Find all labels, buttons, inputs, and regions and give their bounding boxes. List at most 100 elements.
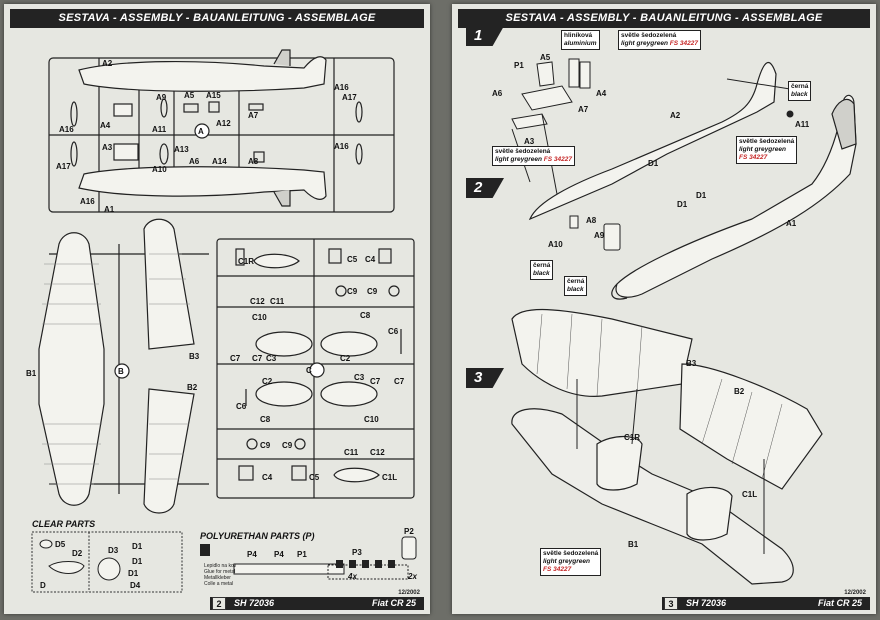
svg-text:A16: A16 bbox=[80, 197, 95, 206]
svg-text:C1L: C1L bbox=[382, 473, 397, 482]
svg-text:C5: C5 bbox=[309, 473, 320, 482]
note-black-1: černá black bbox=[788, 81, 812, 101]
svg-text:C12: C12 bbox=[370, 448, 385, 457]
svg-text:A9: A9 bbox=[156, 93, 167, 102]
wing-assembly bbox=[511, 308, 823, 585]
fuselage-assembly bbox=[528, 62, 857, 300]
svg-text:A10: A10 bbox=[548, 240, 563, 249]
svg-text:D: D bbox=[40, 581, 46, 590]
svg-text:C12: C12 bbox=[250, 297, 265, 306]
sprue-a bbox=[48, 49, 395, 213]
svg-text:C8: C8 bbox=[260, 415, 271, 424]
svg-text:A2: A2 bbox=[102, 59, 113, 68]
svg-text:B: B bbox=[118, 367, 124, 376]
step-2-marker: 2 bbox=[466, 178, 504, 198]
svg-text:D4: D4 bbox=[130, 581, 141, 590]
svg-text:C7: C7 bbox=[370, 377, 381, 386]
svg-text:A13: A13 bbox=[174, 145, 189, 154]
svg-text:A: A bbox=[198, 127, 204, 136]
svg-text:A4: A4 bbox=[100, 121, 111, 130]
svg-text:A15: A15 bbox=[206, 91, 221, 100]
svg-text:C7: C7 bbox=[230, 354, 241, 363]
qty-2x: 2x bbox=[408, 572, 417, 581]
svg-text:C9: C9 bbox=[260, 441, 271, 450]
wing-b3-step bbox=[511, 308, 693, 397]
left-kit-code: SH 72036 bbox=[234, 598, 275, 608]
svg-text:A11: A11 bbox=[795, 120, 810, 129]
note-black-3: černá black bbox=[564, 276, 588, 296]
svg-text:A16: A16 bbox=[334, 142, 349, 151]
svg-text:C8: C8 bbox=[360, 311, 371, 320]
svg-text:A11: A11 bbox=[152, 125, 167, 134]
note-aluminium: hliníková aluminium bbox=[561, 30, 600, 50]
svg-text:C2: C2 bbox=[340, 354, 351, 363]
svg-text:A2: A2 bbox=[670, 111, 681, 120]
fuselage-half-upper bbox=[78, 56, 327, 92]
svg-text:C9: C9 bbox=[367, 287, 378, 296]
svg-text:C3: C3 bbox=[354, 373, 365, 382]
svg-text:B2: B2 bbox=[734, 387, 745, 396]
svg-text:C1R: C1R bbox=[238, 257, 254, 266]
svg-text:B1: B1 bbox=[26, 369, 37, 378]
svg-text:A7: A7 bbox=[248, 111, 259, 120]
svg-text:P1: P1 bbox=[514, 61, 524, 70]
svg-text:C4: C4 bbox=[262, 473, 273, 482]
svg-text:C7: C7 bbox=[394, 377, 405, 386]
right-model-name: Fiat CR 25 bbox=[817, 598, 862, 608]
svg-text:D3: D3 bbox=[108, 546, 119, 555]
svg-text:A16: A16 bbox=[59, 125, 74, 134]
svg-text:P2: P2 bbox=[404, 527, 414, 536]
note-black-2: černá black bbox=[530, 260, 554, 280]
right-page: SESTAVA - ASSEMBLY - BAUANLEITUNG - ASSE… bbox=[452, 4, 876, 614]
svg-text:C4: C4 bbox=[365, 255, 376, 264]
svg-text:A8: A8 bbox=[248, 157, 259, 166]
svg-text:A5: A5 bbox=[540, 53, 551, 62]
right-page-number: 3 bbox=[664, 597, 678, 610]
svg-text:B3: B3 bbox=[189, 352, 200, 361]
svg-text:A7: A7 bbox=[578, 105, 589, 114]
clear-parts-labels: D5 D2 D3 D1 D1 D1 D4 D bbox=[40, 540, 143, 590]
svg-text:A17: A17 bbox=[342, 93, 357, 102]
svg-text:A4: A4 bbox=[596, 89, 607, 98]
wing-b1 bbox=[38, 232, 105, 506]
svg-text:A6: A6 bbox=[189, 157, 200, 166]
wing-b2 bbox=[143, 388, 195, 514]
svg-text:A16: A16 bbox=[334, 83, 349, 92]
step-3-marker: 3 bbox=[466, 368, 504, 388]
left-page: SESTAVA - ASSEMBLY - BAUANLEITUNG - ASSE… bbox=[4, 4, 430, 614]
svg-text:A8: A8 bbox=[586, 216, 597, 225]
right-page-drawings: P1 A5 A6 A3 A4 A7 A2 A11 D1 D1 D1 A8 A10… bbox=[492, 53, 857, 585]
svg-text:D1: D1 bbox=[648, 159, 659, 168]
svg-text:D1: D1 bbox=[128, 569, 139, 578]
svg-text:A5: A5 bbox=[184, 91, 195, 100]
svg-text:A14: A14 bbox=[212, 157, 227, 166]
left-footer-bar: SH 72036 Fiat CR 25 bbox=[210, 597, 424, 610]
note-greygreen-3: světle šedozelená light greygreen FS 342… bbox=[736, 136, 798, 164]
fuselage-half-a2 bbox=[528, 62, 777, 221]
fairing-c1r bbox=[596, 435, 643, 491]
svg-text:D1: D1 bbox=[696, 191, 707, 200]
svg-text:C2: C2 bbox=[262, 377, 273, 386]
left-page-drawings: A A2 A5 A15 A9 A11 A12 A7 A16 A16 A17 A4… bbox=[26, 49, 417, 593]
polyurethan-title: POLYURETHAN PARTS (P) bbox=[200, 531, 315, 541]
svg-text:D5: D5 bbox=[55, 540, 66, 549]
svg-text:A12: A12 bbox=[216, 119, 231, 128]
svg-text:C10: C10 bbox=[252, 313, 267, 322]
svg-text:A3: A3 bbox=[102, 143, 113, 152]
svg-text:C6: C6 bbox=[388, 327, 399, 336]
svg-text:B3: B3 bbox=[686, 359, 697, 368]
qty-4x: 4x bbox=[348, 572, 357, 581]
wing-b3 bbox=[143, 218, 195, 350]
sprue-c bbox=[216, 238, 415, 499]
svg-text:P3: P3 bbox=[352, 548, 362, 557]
svg-text:A17: A17 bbox=[56, 162, 71, 171]
svg-text:C1L: C1L bbox=[742, 490, 757, 499]
svg-text:A6: A6 bbox=[492, 89, 503, 98]
svg-text:C9: C9 bbox=[347, 287, 358, 296]
note-greygreen-1: světle šedozelená light greygreen FS 342… bbox=[618, 30, 701, 50]
glue-note: Lepidlo na kov Glue for metal Metallkleb… bbox=[204, 563, 237, 587]
right-page-header: SESTAVA - ASSEMBLY - BAUANLEITUNG - ASSE… bbox=[458, 9, 870, 28]
sprue-a-labels: A2 A5 A15 A9 A11 A12 A7 A16 A16 A17 A4 A… bbox=[56, 59, 357, 214]
svg-text:C9: C9 bbox=[282, 441, 293, 450]
svg-text:C7: C7 bbox=[252, 354, 263, 363]
